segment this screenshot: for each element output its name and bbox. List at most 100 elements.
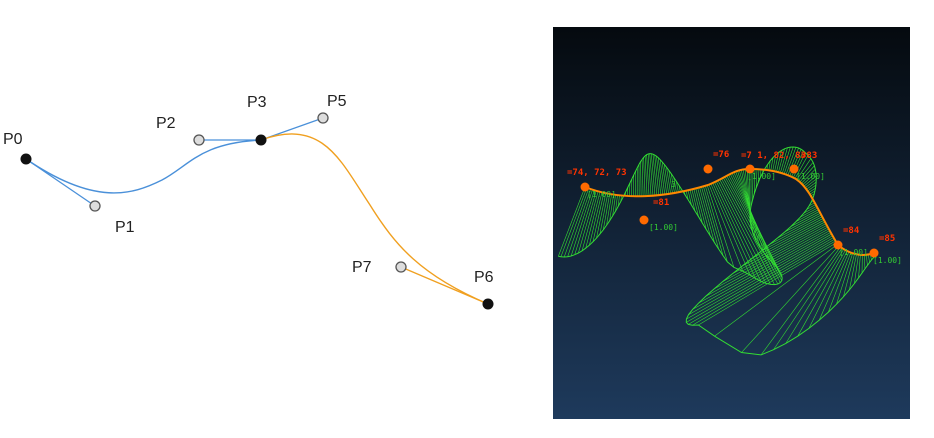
control-point-p1[interactable] <box>89 200 101 212</box>
curvature-panel: =74, 72, 73 =81 =76 =7 1, 82, 83 =84 =85… <box>553 27 910 419</box>
comb-tooth <box>805 178 817 189</box>
comb-tooth <box>808 187 816 193</box>
comb-tooth <box>858 254 861 278</box>
comb-tooth <box>617 195 620 207</box>
comb-tooth <box>630 178 633 197</box>
comb-tooth <box>752 219 825 259</box>
comb-tooth <box>741 245 840 353</box>
weight-label-2: [1.00] <box>649 223 678 232</box>
comb-tooth <box>809 190 816 195</box>
comb-tooth <box>780 147 788 173</box>
point-label-6: =85 <box>879 234 895 244</box>
point-label-2: =81 <box>653 198 669 208</box>
comb-tooth <box>612 194 616 217</box>
comb-tooth <box>692 240 836 326</box>
comb-tooth <box>558 186 586 257</box>
curve-point-6[interactable] <box>833 240 843 250</box>
comb-tooth <box>592 192 605 242</box>
control-point-p7[interactable] <box>395 261 407 273</box>
comb-tooth <box>797 249 846 337</box>
curve-point-5[interactable] <box>789 164 799 174</box>
comb-tooth <box>737 170 765 254</box>
comb-tooth <box>849 254 857 290</box>
comb-tooth <box>563 188 589 258</box>
comb-tooth <box>695 188 707 230</box>
comb-tooth <box>866 254 868 266</box>
comb-tooth <box>864 254 866 269</box>
comb-tooth <box>589 192 603 246</box>
curve-segment-blue <box>25 139 262 194</box>
comb-tooth <box>752 169 754 201</box>
comb-tooth <box>693 188 703 224</box>
curve-point-3[interactable] <box>703 164 713 174</box>
comb-tooth <box>782 147 791 174</box>
comb-tooth <box>646 154 650 196</box>
comb-tooth <box>627 187 629 196</box>
label-p7: P7 <box>352 259 372 276</box>
weight-label-3: [1.00] <box>747 172 776 181</box>
comb-tooth <box>686 237 834 323</box>
comb-tooth <box>773 247 843 350</box>
comb-tooth <box>721 178 779 285</box>
comb-tooth <box>828 252 852 313</box>
comb-envelope <box>558 146 876 356</box>
comb-tooth <box>713 226 828 290</box>
comb-tooth <box>796 158 812 180</box>
comb-tooth <box>596 193 607 239</box>
comb-tooth <box>585 191 601 249</box>
curvature-svg: =74, 72, 73 =81 =76 =7 1, 82, 83 =84 =85… <box>553 27 910 419</box>
anchor-point-p3[interactable] <box>255 134 267 146</box>
comb-tooth <box>755 169 758 189</box>
label-p3: P3 <box>247 94 267 111</box>
comb-tooth <box>652 154 658 196</box>
anchor-point-p0[interactable] <box>20 153 32 165</box>
comb-tooth <box>803 175 817 187</box>
comb-tooth <box>632 174 635 197</box>
point-label-5: =84 <box>843 226 860 236</box>
weight-label-5: [1.00] <box>839 248 868 257</box>
curve-point-2[interactable] <box>639 215 649 225</box>
comb-tooth <box>784 212 821 233</box>
comb-tooth <box>629 183 631 197</box>
comb-tooth <box>701 186 719 250</box>
comb-tooth <box>666 167 671 194</box>
comb-tooth <box>691 189 699 217</box>
weight-label-4: [1.00] <box>796 172 825 181</box>
comb-tooth <box>793 152 806 178</box>
control-point-p2[interactable] <box>193 134 205 146</box>
comb-tooth <box>705 228 829 297</box>
point-label-1: =74, 72, 73 <box>567 168 627 178</box>
control-point-p5[interactable] <box>317 112 329 124</box>
comb-tooth <box>578 190 597 254</box>
weight-label-6: [1.00] <box>873 256 902 265</box>
bezier-diagram: P0 P1 P2 P3 P5 P6 P7 <box>3 93 494 310</box>
curve-point-7[interactable] <box>869 248 879 258</box>
comb-tooth <box>609 194 614 221</box>
weight-label-7: 3 <box>671 180 676 189</box>
comb-tooth <box>714 244 838 337</box>
curve-point-4[interactable] <box>745 164 755 174</box>
comb-tooth <box>668 170 673 194</box>
comb-tooth <box>799 165 815 183</box>
comb-tooth <box>800 207 818 218</box>
comb-tooth <box>746 169 751 221</box>
comb-tooth <box>742 221 826 267</box>
comb-tooth <box>656 156 662 195</box>
comb-tooth <box>768 160 771 171</box>
label-p1: P1 <box>115 219 135 236</box>
comb-tooth <box>787 147 799 176</box>
comb-tooth <box>715 181 767 284</box>
comb-tooth <box>703 186 724 256</box>
anchor-point-p6[interactable] <box>482 298 494 310</box>
curve-segment-orange <box>260 133 489 305</box>
comb-tooth <box>748 169 751 214</box>
comb-tooth <box>644 155 648 197</box>
comb-tooth <box>705 185 728 263</box>
comb-tooth <box>698 230 830 304</box>
curve-point-1[interactable] <box>580 182 590 192</box>
comb-tooth <box>708 184 744 272</box>
comb-tooth <box>581 191 599 251</box>
label-p5: P5 <box>327 93 347 110</box>
comb-tooth <box>753 169 756 195</box>
